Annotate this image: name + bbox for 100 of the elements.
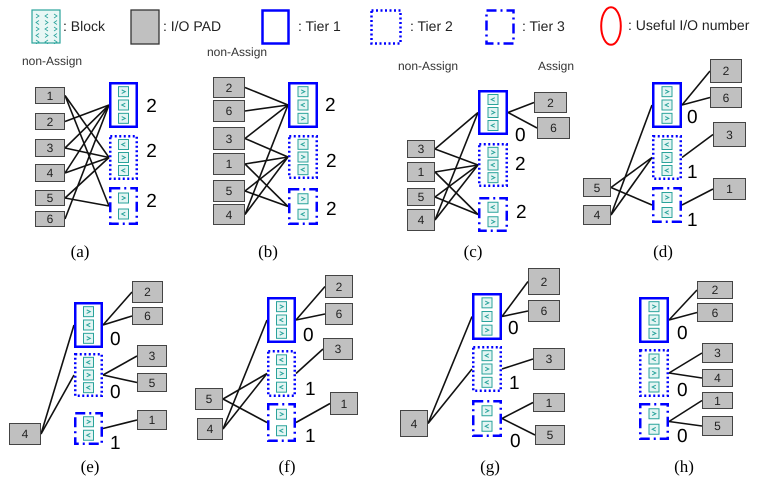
tier-outline — [652, 135, 682, 180]
connector-line — [610, 104, 653, 216]
panel-caption: (e) — [80, 457, 100, 477]
useful-io-number: 2 — [515, 155, 526, 174]
tier-outline — [472, 400, 502, 437]
io-pad: 6 — [528, 300, 560, 322]
panel-caption: (f) — [278, 457, 296, 477]
connector-line — [502, 418, 536, 436]
connector-line — [434, 112, 479, 150]
useful-io-number: 0 — [677, 324, 688, 343]
connector-line — [508, 102, 534, 114]
useful-io-number: 2 — [326, 200, 337, 219]
connector-line — [244, 104, 288, 140]
useful-io-number: 2 — [325, 96, 336, 115]
useful-io-number: 1 — [305, 427, 316, 446]
io-pad: 1 — [713, 178, 746, 200]
connector-line — [427, 316, 473, 424]
connector-line — [682, 188, 714, 206]
connector-line — [681, 70, 711, 106]
connector-line — [502, 402, 534, 420]
tier-outline — [74, 412, 103, 445]
io-pad: 4 — [213, 204, 245, 225]
tier-outline — [74, 353, 103, 397]
column-heading: Assign — [538, 59, 574, 73]
tier-outline — [478, 90, 508, 135]
connector-line — [64, 104, 110, 220]
connector-line — [668, 312, 698, 321]
legend-text: : Tier 3 — [522, 18, 565, 34]
panel-caption: (g) — [480, 457, 500, 477]
connector-line — [244, 104, 289, 215]
column-heading: non-Assign — [22, 54, 82, 68]
connector-line — [668, 400, 702, 422]
io-pad: 4 — [400, 410, 428, 437]
legend-text: : Tier 2 — [410, 18, 453, 34]
io-pad: 1 — [137, 410, 167, 430]
connector-line — [102, 291, 133, 326]
tier-outline — [478, 143, 508, 187]
tier-outline — [267, 403, 296, 442]
io-pad: 6 — [697, 303, 733, 322]
connector-line — [668, 352, 702, 374]
tier-outline — [472, 293, 502, 340]
io-pad: 4 — [197, 418, 223, 440]
io-pad: 2 — [132, 281, 163, 303]
connector-line — [64, 104, 110, 149]
io-pad: 6 — [325, 303, 353, 325]
io-pad: 4 — [35, 164, 65, 182]
io-pad: 3 — [713, 122, 746, 147]
tier-outline — [478, 197, 508, 232]
connector-line — [244, 190, 288, 208]
column-heading: non-Assign — [398, 59, 458, 73]
panel-caption: (c) — [464, 242, 482, 262]
tier-outline — [652, 82, 682, 128]
io-pad: 1 — [407, 162, 435, 182]
io-pad: 5 — [35, 190, 65, 206]
panel-caption: (b) — [258, 242, 278, 262]
connector-line — [244, 156, 288, 165]
useful-io-number: 2 — [326, 152, 337, 171]
connector-line — [40, 324, 75, 434]
connector-line — [244, 138, 288, 158]
io-pad: 5 — [407, 188, 435, 206]
connector-line — [508, 112, 538, 129]
connector-line — [668, 372, 702, 379]
tier-outline — [639, 349, 669, 397]
tier-outline — [639, 297, 669, 343]
connector-line — [434, 112, 479, 220]
tier-outline — [109, 135, 138, 180]
connector-line — [502, 358, 534, 370]
io-pad: 6 — [35, 211, 65, 227]
tier-outline — [109, 82, 138, 128]
useful-io-number: 0 — [515, 126, 526, 145]
tier-outline — [652, 187, 682, 223]
connector-line — [64, 95, 110, 158]
useful-io-number: 1 — [509, 374, 520, 393]
io-pad: 5 — [137, 373, 167, 392]
connector-line — [40, 374, 75, 434]
connector-line — [295, 348, 324, 374]
io-pad: 2 — [325, 275, 353, 298]
io-pad: 3 — [323, 338, 353, 360]
connector-line — [102, 374, 138, 384]
useful-io-number: 0 — [110, 330, 121, 349]
io-pad: 5 — [213, 180, 245, 202]
connector-line — [682, 134, 714, 158]
connector-line — [64, 104, 110, 122]
connector-line — [102, 355, 138, 376]
tier-outline — [74, 302, 103, 348]
io-pad: 3 — [213, 127, 245, 150]
tier-outline — [267, 350, 296, 397]
useful-io-number: 0 — [303, 326, 314, 345]
tier-outline — [472, 346, 502, 392]
io-pad: 6 — [710, 87, 742, 108]
circled-number: 2 — [140, 189, 163, 214]
connector-line — [610, 157, 653, 216]
connector-line — [501, 281, 529, 317]
io-pad: 4 — [9, 423, 41, 445]
io-pad: 1 — [702, 392, 733, 409]
connector-line — [668, 289, 698, 321]
io-pad: 6 — [537, 117, 570, 139]
column-heading: non-Assign — [207, 45, 268, 59]
connector-line — [682, 96, 710, 106]
panel-caption: (a) — [70, 242, 90, 262]
